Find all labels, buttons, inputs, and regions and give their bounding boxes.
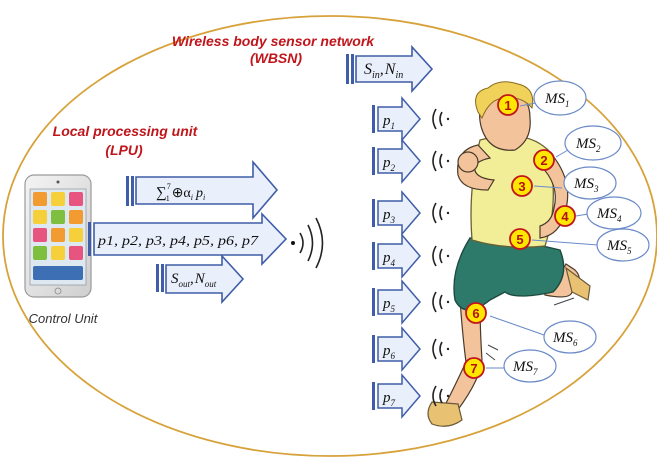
sensor-arrow-p6: p6	[372, 325, 421, 373]
svg-text:p6: p6	[382, 343, 396, 361]
svg-text:p5: p5	[382, 296, 396, 314]
wbsn-title: Wireless body sensor network	[172, 33, 375, 49]
sensor-badge-7: 7	[463, 357, 485, 379]
svg-text:p3: p3	[382, 207, 396, 225]
svg-text:p1: p1	[382, 113, 395, 131]
sensor-badge-1: 1	[497, 94, 519, 116]
svg-text:MS2: MS2	[575, 136, 601, 154]
svg-text:3: 3	[518, 179, 525, 194]
sensor-arrow-p2: p2	[372, 137, 421, 185]
svg-text:2: 2	[540, 153, 547, 168]
network-boundary-ellipse	[2, 15, 657, 457]
svg-text:1: 1	[504, 98, 511, 113]
sensor-badge-6: 6	[465, 302, 487, 324]
sensor-badge-3: 3	[511, 175, 533, 197]
svg-text:MS5: MS5	[606, 238, 632, 256]
svg-text:Sin,Nin: Sin,Nin	[364, 61, 403, 81]
sensor-arrow-p5: p5	[372, 278, 421, 326]
svg-text:p4: p4	[382, 250, 396, 268]
svg-text:MS3: MS3	[573, 176, 599, 194]
sensor-badge-5: 5	[509, 228, 531, 250]
lpu-wireless-signal-icon	[291, 217, 324, 269]
sensor-arrow-p1: p1	[372, 95, 421, 143]
sensor-wireless-waves-icon	[432, 108, 450, 407]
lpu-title-abbr: (LPU)	[105, 142, 143, 158]
ms-callout-3: MS3	[563, 166, 617, 200]
sensor-arrow-p7: p7	[372, 372, 421, 420]
ms-callout-7: MS7	[503, 349, 557, 383]
svg-text:6: 6	[472, 306, 479, 321]
control-unit-phone-icon	[24, 174, 92, 298]
control-unit-label: Control Unit	[29, 311, 99, 326]
ms-callout-1: MS1	[533, 80, 587, 116]
sensor-badge-2: 2	[533, 149, 555, 171]
readings-bundle-arrow: p1, p2, p3, p4, p5, p6, p7	[88, 212, 288, 266]
svg-text:MS6: MS6	[552, 330, 578, 348]
svg-text:5: 5	[516, 232, 523, 247]
s-in-n-in-arrow: Sin,Nin	[346, 44, 434, 94]
sensor-arrow-p4: p4	[372, 232, 421, 280]
svg-text:4: 4	[561, 209, 569, 224]
svg-text:7: 7	[470, 361, 477, 376]
svg-text:p7: p7	[382, 390, 396, 408]
svg-text:Sout,Nout: Sout,Nout	[171, 271, 217, 289]
ms-callout-2: MS2	[564, 125, 622, 161]
runner-illustration	[427, 81, 591, 427]
sensor-badge-4: 4	[554, 205, 576, 227]
svg-text:MS4: MS4	[596, 206, 622, 224]
readings-bundle-label: p1, p2, p3, p4, p5, p6, p7	[97, 234, 259, 249]
s-out-n-out-arrow: Sout,Nout	[156, 253, 245, 305]
sensor-arrow-p3: p3	[372, 189, 421, 237]
ms-callout-5: MS5	[596, 228, 650, 262]
lpu-title: Local processing unit	[53, 123, 199, 139]
wbsn-title-abbr: (WBSN)	[250, 50, 302, 66]
svg-text:MS7: MS7	[512, 359, 538, 377]
svg-text:p2: p2	[382, 155, 396, 173]
ms-callout-6: MS6	[543, 320, 597, 354]
ms-callout-4: MS4	[586, 196, 642, 230]
svg-text:MS1: MS1	[544, 91, 570, 109]
